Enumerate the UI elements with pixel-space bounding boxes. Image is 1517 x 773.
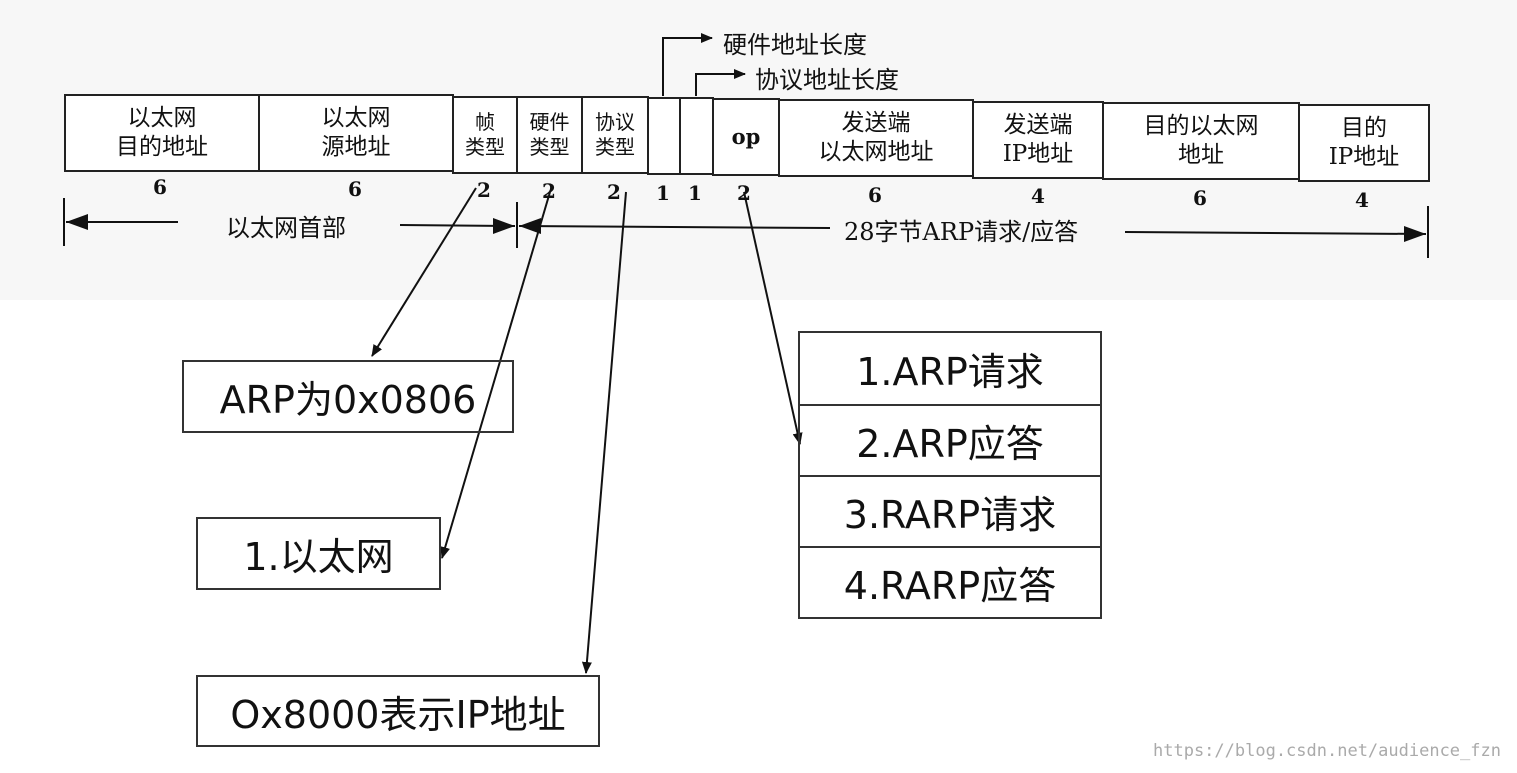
size-label: 2 xyxy=(607,180,621,204)
frame-type-pointer xyxy=(371,187,477,357)
size-label: 2 xyxy=(477,178,491,202)
field-label: 地址 xyxy=(1178,142,1224,168)
protocol-type-pointer xyxy=(581,191,627,674)
size-label: 2 xyxy=(542,179,556,203)
note-text: Ox8000表示IP地址 xyxy=(230,692,566,737)
op-pointer xyxy=(743,191,803,445)
field-label: 类型 xyxy=(529,135,570,159)
size-label: 6 xyxy=(868,183,882,207)
size-label: 6 xyxy=(153,175,167,199)
watermark: https://blog.csdn.net/audience_fzn xyxy=(1153,741,1501,761)
field-label: 发送端 xyxy=(841,110,911,137)
field-label: 类型 xyxy=(595,135,635,159)
field-label: 类型 xyxy=(465,135,505,159)
op-value-row: 2.ARP应答 xyxy=(800,404,1100,475)
op-value-row: 4.RARP应答 xyxy=(800,546,1100,617)
field-label: 发送端 xyxy=(1003,112,1073,139)
size-label: 6 xyxy=(1193,186,1207,210)
field-label: IP地址 xyxy=(1002,141,1074,167)
op-values-table: 1.ARP请求 2.ARP应答 3.RARP请求 4.RARP应答 xyxy=(798,331,1102,619)
field-dest-ethernet: 以太网 目的地址 xyxy=(64,94,260,172)
proto-len-pointer xyxy=(695,69,746,96)
arp-body-label: 28字节ARP请求/应答 xyxy=(836,212,1087,247)
field-frame-type: 帧 类型 xyxy=(452,96,518,174)
field-label: 硬件 xyxy=(529,110,570,134)
field-label: 以太网 xyxy=(127,105,197,132)
field-protocol-type: 协议 类型 xyxy=(581,96,649,174)
field-hardware-type: 硬件 类型 xyxy=(516,96,583,174)
hw-len-pointer xyxy=(662,33,713,96)
field-label: IP地址 xyxy=(1328,144,1400,170)
ethernet-header-label: 以太网首部 xyxy=(218,208,354,243)
size-label: 4 xyxy=(1031,184,1045,208)
field-target-ip: 目的 IP地址 xyxy=(1298,104,1430,182)
field-label: 以太网 xyxy=(321,105,391,132)
field-sender-ip: 发送端 IP地址 xyxy=(972,101,1104,179)
field-sender-ethernet: 发送端 以太网地址 xyxy=(778,99,974,177)
frame-type-note: ARP为0x0806 xyxy=(182,360,514,433)
field-target-ethernet: 目的以太网 地址 xyxy=(1102,102,1300,180)
field-label: op xyxy=(731,123,761,149)
protocol-addr-len-label: 协议地址长度 xyxy=(755,66,899,94)
op-value-row: 1.ARP请求 xyxy=(856,350,1044,394)
size-label: 1 xyxy=(656,181,670,205)
field-label: 帧 xyxy=(475,110,495,134)
note-text: ARP为0x0806 xyxy=(219,378,477,422)
field-label: 目的地址 xyxy=(116,134,208,160)
size-label: 6 xyxy=(348,177,362,201)
field-label: 目的 xyxy=(1341,115,1387,142)
hardware-addr-len-label: 硬件地址长度 xyxy=(723,31,867,59)
field-label: 以太网地址 xyxy=(818,139,934,165)
size-label: 4 xyxy=(1355,188,1369,212)
note-text: 1.以太网 xyxy=(243,535,394,579)
field-label: 目的以太网 xyxy=(1143,113,1259,140)
field-src-ethernet: 以太网 源地址 xyxy=(258,94,454,172)
size-label: 1 xyxy=(688,181,702,205)
field-label: 源地址 xyxy=(321,134,391,160)
field-label: 协议 xyxy=(595,110,635,134)
protocol-type-note: Ox8000表示IP地址 xyxy=(196,675,600,747)
hardware-type-pointer xyxy=(440,191,551,559)
hardware-type-note: 1.以太网 xyxy=(196,517,441,590)
op-value-row: 3.RARP请求 xyxy=(800,475,1100,546)
